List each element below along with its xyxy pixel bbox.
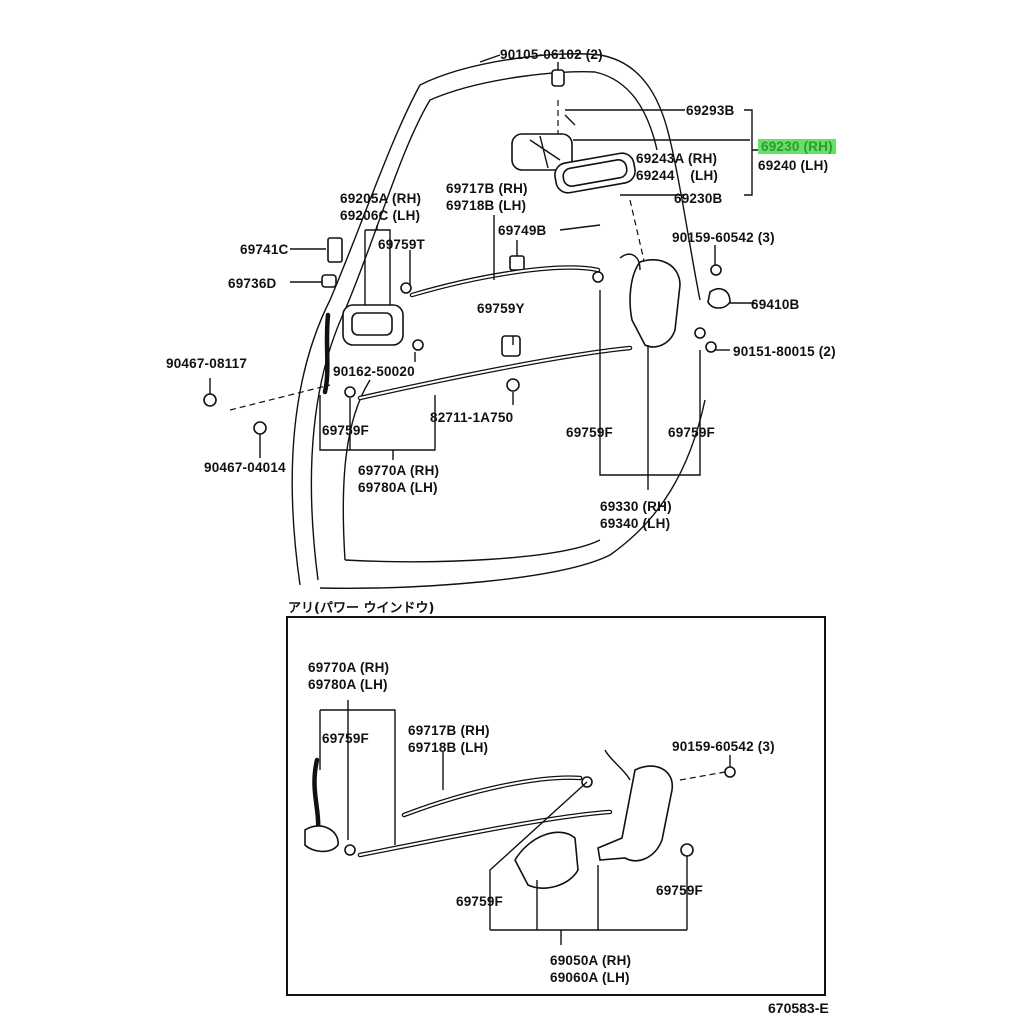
part-number: 69770A (RH) <box>308 660 390 675</box>
part-label-90159-60542[interactable]: 90159-60542 (3) <box>672 229 775 246</box>
part-number: 69749B <box>498 223 547 238</box>
part-number: 69736D <box>228 276 277 291</box>
part-number: 69759F <box>668 425 715 440</box>
part-label-69410b[interactable]: 69410B <box>751 296 800 313</box>
part-number: 69293B <box>686 103 735 118</box>
part-number: 69717B (RH) <box>408 723 490 738</box>
upper-rods <box>322 265 633 401</box>
part-number: 69759Y <box>477 301 525 316</box>
part-number: 69243A (RH) <box>636 151 718 166</box>
part-number: 69060A (LH) <box>550 970 630 985</box>
part-number: 69759F <box>656 883 703 898</box>
part-number: 69780A (LH) <box>308 677 388 692</box>
part-label-69741c[interactable]: 69741C <box>240 241 289 258</box>
part-label-69770a[interactable]: 69770A (RH) 69780A (LH) <box>358 462 439 496</box>
part-label-69759f-lower-left[interactable]: 69759F <box>322 730 369 747</box>
part-label-69717b[interactable]: 69717B (RH) 69718B (LH) <box>446 180 528 214</box>
part-label-69770a-lower[interactable]: 69770A (RH) 69780A (LH) <box>308 659 389 693</box>
part-label-69759f-lower-right[interactable]: 69759F <box>656 882 703 899</box>
door-lock-assembly <box>592 253 731 353</box>
power-window-box <box>286 616 826 996</box>
part-number: 90159-60542 (3) <box>672 230 775 245</box>
part-number: 69759F <box>456 894 503 909</box>
part-number: 69759F <box>322 731 369 746</box>
part-number: 90159-60542 (3) <box>672 739 775 754</box>
part-label-69050a[interactable]: 69050A (RH) 69060A (LH) <box>550 952 631 986</box>
part-label-69230[interactable]: 69230 (RH) 69240 (LH) <box>758 138 836 174</box>
part-number: 69759F <box>566 425 613 440</box>
figure-code: 670583-E <box>768 1000 829 1016</box>
part-number: 69240 (LH) <box>758 158 829 173</box>
part-number: 90105-06102 (2) <box>500 47 603 62</box>
part-label-90467-08117[interactable]: 90467-08117 <box>166 355 247 372</box>
highlighted-part-number: 69230 (RH) <box>758 139 836 154</box>
part-number: 69718B (LH) <box>408 740 489 755</box>
part-number: 69718B (LH) <box>446 198 527 213</box>
part-number: 69780A (LH) <box>358 480 438 495</box>
part-number: 90467-04014 <box>204 460 286 475</box>
lower-drawing <box>304 700 736 945</box>
part-number: 69741C <box>240 242 289 257</box>
part-number: 69759F <box>322 423 369 438</box>
part-number: 69770A (RH) <box>358 463 440 478</box>
part-label-69759t[interactable]: 69759T <box>378 236 425 253</box>
part-label-69717b-lower[interactable]: 69717B (RH) 69718B (LH) <box>408 722 490 756</box>
door-frame <box>229 53 706 589</box>
part-number: 90162-50020 <box>333 364 415 379</box>
part-number: 82711-1A750 <box>430 410 514 425</box>
part-number: 69410B <box>751 297 800 312</box>
part-label-69736d[interactable]: 69736D <box>228 275 277 292</box>
part-label-69749b[interactable]: 69749B <box>498 222 547 239</box>
section-title: アリ(パワー ウインドウ) <box>288 601 435 616</box>
part-label-69230b[interactable]: 69230B <box>674 190 723 207</box>
part-label-69759f-lower-mid[interactable]: 69759F <box>456 893 503 910</box>
part-label-82711-1a750[interactable]: 82711-1A750 <box>430 409 513 426</box>
part-label-69205a[interactable]: 69205A (RH) 69206C (LH) <box>340 190 421 224</box>
part-label-69293b[interactable]: 69293B <box>686 102 735 119</box>
part-label-90105-06102[interactable]: 90105-06102 (2) <box>500 46 603 63</box>
part-number: 69330 (RH) <box>600 499 672 514</box>
part-label-69759f-right[interactable]: 69759F <box>668 424 715 441</box>
part-number: 69206C (LH) <box>340 208 421 223</box>
outside-door-handle <box>511 69 636 194</box>
part-number: 69340 (LH) <box>600 516 671 531</box>
part-number: 90467-08117 <box>166 356 248 371</box>
part-label-69759f-left[interactable]: 69759F <box>322 422 369 439</box>
part-number: 69717B (RH) <box>446 181 528 196</box>
part-number: 69759T <box>378 237 425 252</box>
part-label-90159-60542-lower[interactable]: 90159-60542 (3) <box>672 738 775 755</box>
part-number: 69230B <box>674 191 723 206</box>
part-number: 90151-80015 (2) <box>733 344 836 359</box>
part-label-90162-50020[interactable]: 90162-50020 <box>333 363 415 380</box>
part-label-90151-80015[interactable]: 90151-80015 (2) <box>733 343 836 360</box>
part-label-69759y[interactable]: 69759Y <box>477 300 525 317</box>
part-number: 69205A (RH) <box>340 191 422 206</box>
part-label-69759f-mid[interactable]: 69759F <box>566 424 613 441</box>
part-label-69330[interactable]: 69330 (RH) 69340 (LH) <box>600 498 672 532</box>
part-number: 69050A (RH) <box>550 953 632 968</box>
part-number: 69244 (LH) <box>636 168 719 183</box>
upper-leader-lines <box>209 54 758 490</box>
part-label-90467-04014[interactable]: 90467-04014 <box>204 459 286 476</box>
part-label-69243a[interactable]: 69243A (RH) 69244 (LH) <box>636 150 718 184</box>
